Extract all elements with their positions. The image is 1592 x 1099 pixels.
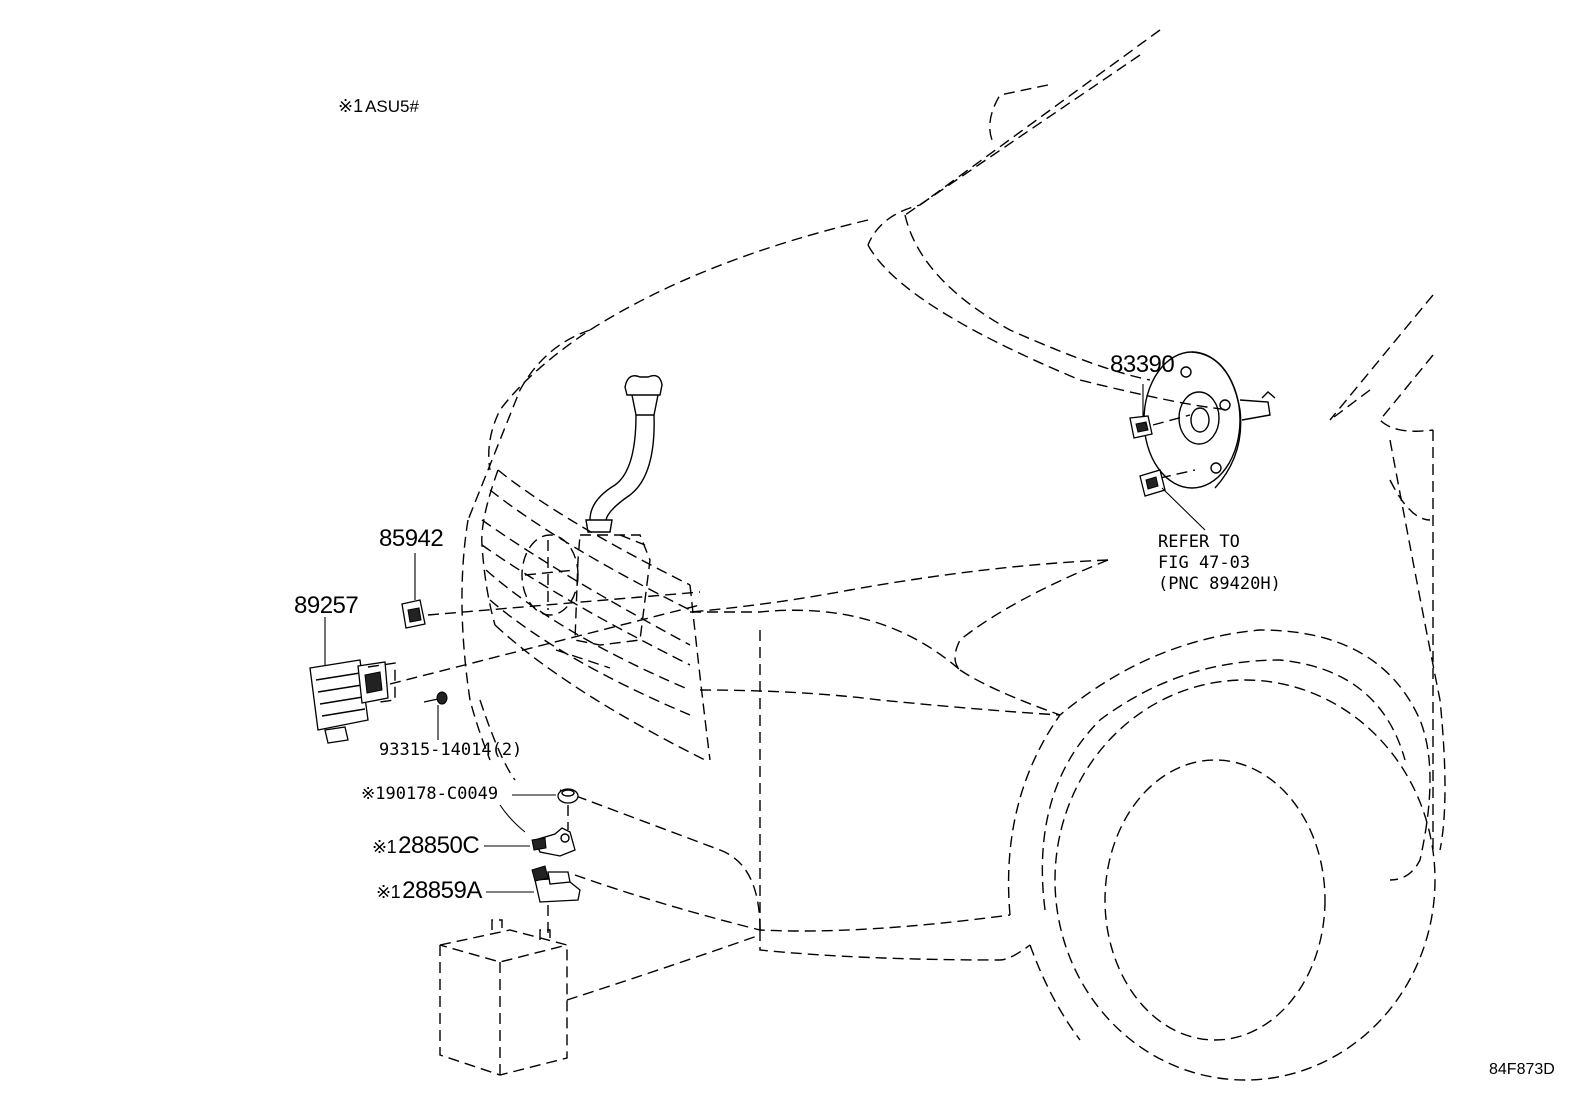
figure-code: 84F873D: [1489, 1061, 1555, 1078]
vehicle-body-outline: [461, 29, 1446, 961]
part-89257-module: [309, 604, 701, 744]
part-85942-connector: [401, 553, 701, 629]
part-label-28850c[interactable]: ※128850C: [372, 832, 480, 859]
part-28850c-terminal: [484, 804, 576, 857]
part-90178-nut: [512, 788, 579, 830]
battery: [439, 919, 761, 1076]
part-label-28850c-text: 28850C: [398, 832, 480, 859]
model-note-text: ASU5#: [365, 97, 419, 116]
part-label-85942[interactable]: 85942: [379, 525, 444, 552]
part-label-83390[interactable]: 83390: [1110, 351, 1175, 378]
part-label-93315[interactable]: 93315-14014(2): [379, 740, 523, 760]
part-28859a-terminal: [486, 865, 581, 935]
refer-note-line3: (PNC 89420H): [1158, 574, 1281, 594]
part-label-89257[interactable]: 89257: [294, 592, 359, 619]
part-label-28850c-mark: ※1: [372, 837, 397, 857]
part-label-28859a-mark: ※1: [376, 882, 401, 902]
part-89420h-sensor: [1139, 469, 1206, 531]
refer-note-line1: REFER TO: [1158, 532, 1240, 552]
part-label-28859a-text: 28859A: [402, 877, 482, 904]
front-wheel: [1007, 629, 1436, 1081]
part-83390-sensor: [1129, 384, 1153, 439]
part-label-90178-mark: ※1: [361, 784, 386, 804]
front-grille: [481, 469, 711, 761]
model-note-mark: ※1: [338, 96, 364, 116]
refer-note[interactable]: REFER TO FIG 47-03 (PNC 89420H): [1158, 532, 1281, 595]
part-label-90178[interactable]: ※190178-C0049: [361, 784, 498, 805]
washer-tank: [574, 374, 663, 646]
part-label-90178-text: 90178-C0049: [385, 784, 499, 804]
brake-booster: [1143, 351, 1276, 489]
refer-note-line2: FIG 47-03: [1158, 553, 1251, 573]
part-label-28859a[interactable]: ※128859A: [376, 879, 482, 903]
part-93315-bolt: [423, 691, 448, 740]
